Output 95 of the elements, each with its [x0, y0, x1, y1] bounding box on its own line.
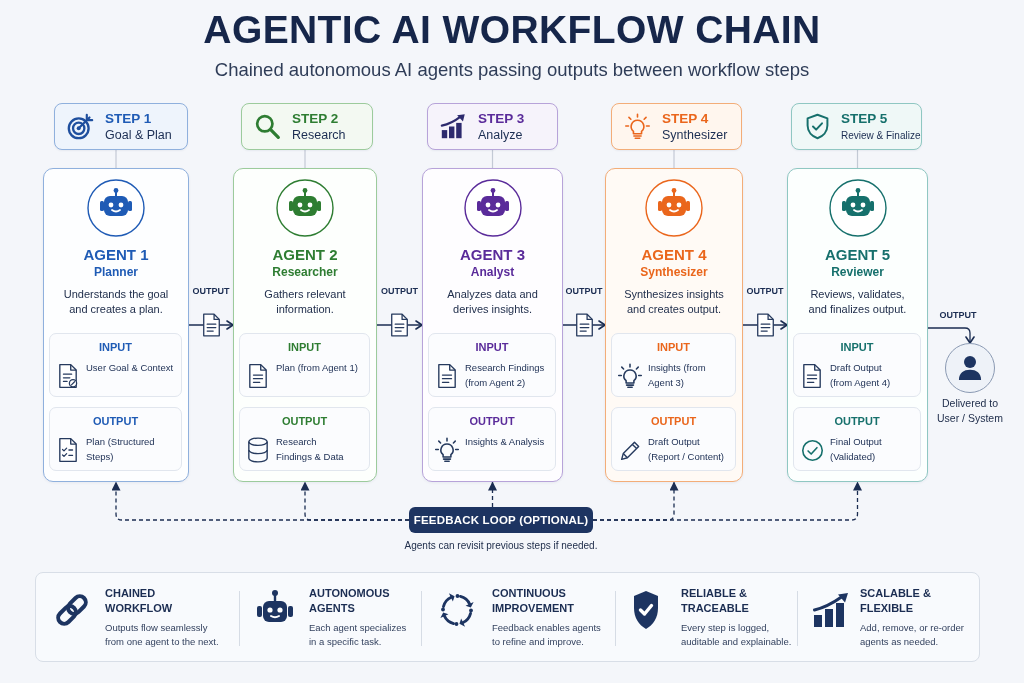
input-panel	[611, 333, 736, 397]
step-badge	[611, 103, 742, 150]
panel-heading: OUTPUT	[469, 414, 515, 428]
input-panel	[428, 333, 556, 397]
edge-label: OUTPUT	[381, 285, 418, 297]
agent-card	[787, 168, 928, 482]
panel-text: Insights & Analysis	[465, 435, 545, 449]
edge-label: OUTPUT	[565, 285, 603, 297]
output-panel	[611, 407, 736, 471]
agent-role: Analyst	[470, 265, 515, 279]
panel-heading: INPUT	[288, 340, 321, 354]
arrow	[376, 320, 423, 330]
agent-title: AGENT 3	[460, 246, 525, 264]
arrow	[927, 327, 975, 344]
panel-text: Insights (from Agent 3)	[648, 361, 707, 390]
input-panel	[239, 333, 370, 397]
step-badge	[427, 103, 558, 150]
output-panel	[428, 407, 556, 471]
panel-text: Plan (from Agent 1)	[276, 361, 358, 375]
feature-description: Add, remove, or re-order agents as needed.	[860, 621, 965, 648]
panel-heading: OUTPUT	[92, 414, 139, 428]
agent-description: Understands the goal and creates a plan.	[62, 287, 170, 317]
step-number: STEP 2	[292, 109, 339, 127]
agent-description: Synthesizes insights and creates output.	[623, 287, 725, 317]
page-title: AGENTIC AI WORKFLOW CHAIN	[203, 8, 821, 52]
panel-heading: OUTPUT	[281, 414, 328, 428]
agent-description: Analyzes data and derives insights.	[446, 287, 539, 317]
feature-title: AUTONOMOUS AGENTS	[309, 586, 391, 616]
agent-title: AGENT 4	[641, 246, 707, 264]
features-panel	[35, 572, 980, 662]
step-number: STEP 1	[105, 109, 152, 127]
panel-text: Final Output (Validated)	[830, 435, 883, 464]
panel-heading: OUTPUT	[834, 414, 880, 428]
agent-card	[605, 168, 743, 482]
agent-role: Researcher	[272, 265, 338, 279]
recipient-circle	[945, 343, 995, 393]
feature-description: Feedback enables agents to refine and improve.	[492, 621, 602, 648]
step-number: STEP 4	[662, 109, 709, 127]
agent-role: Synthesizer	[640, 265, 708, 279]
dashed-arrow	[300, 481, 410, 521]
edge-label: OUTPUT	[192, 285, 230, 297]
agent-card	[422, 168, 563, 482]
arrow	[742, 320, 788, 330]
panel-heading: INPUT	[657, 340, 690, 354]
agent-title: AGENT 5	[825, 246, 890, 264]
feature-description: Outputs flow seamlessly from one agent to the next.	[105, 621, 220, 648]
input-panel	[49, 333, 182, 397]
feature-description: Each agent specializes in a specific task.	[309, 621, 408, 648]
step-badge	[791, 103, 922, 150]
step-badge	[54, 103, 188, 150]
input-panel	[793, 333, 921, 397]
agent-role: Reviewer	[831, 265, 884, 279]
step-name: Synthesizer	[662, 126, 728, 144]
feature-title: CHAINED WORKFLOW	[105, 586, 174, 616]
panel-text: Research Findings & Data	[276, 435, 345, 464]
dashed-arrow	[592, 481, 862, 521]
agent-card	[43, 168, 189, 482]
step-name: Goal & Plan	[105, 126, 172, 144]
edge-label: OUTPUT	[939, 309, 977, 321]
step-name: Research	[292, 126, 346, 144]
panel-heading: OUTPUT	[650, 414, 697, 428]
panel-text: Research Findings (from Agent 2)	[465, 361, 546, 390]
panel-text: Draft Output (from Agent 4)	[830, 361, 892, 390]
panel-text: Draft Output (Report / Content)	[648, 435, 726, 464]
dashed-arrow	[488, 481, 497, 508]
step-badge	[241, 103, 373, 150]
feedback-badge: FEEDBACK LOOP (OPTIONAL)	[409, 507, 593, 533]
panel-text: User Goal & Context	[86, 361, 174, 375]
panel-heading: INPUT	[99, 340, 132, 354]
step-name: Analyze	[478, 126, 523, 144]
feature-description: Every step is logged, auditable and explainable.	[681, 621, 793, 648]
panel-heading: INPUT	[475, 340, 509, 354]
caption-text: Delivered to User / System	[936, 396, 1004, 426]
agent-description: Reviews, validates, and finalizes output.	[807, 287, 908, 317]
step-number: STEP 5	[841, 109, 888, 127]
feature-title: CONTINUOUS IMPROVEMENT	[492, 586, 575, 616]
panel-heading: INPUT	[840, 340, 874, 354]
arrow	[562, 320, 606, 330]
output-panel	[49, 407, 182, 471]
agent-card	[233, 168, 377, 482]
edge-label: OUTPUT	[746, 285, 784, 297]
panel-text: Plan (Structured Steps)	[86, 435, 156, 464]
agent-role: Planner	[94, 265, 138, 279]
output-panel	[793, 407, 921, 471]
step-name: Review & Finalize	[841, 128, 921, 143]
feature-title: RELIABLE & TRACEABLE	[681, 586, 750, 616]
arrow	[188, 320, 234, 330]
feature-title: SCALABLE & FLEXIBLE	[860, 586, 932, 616]
step-number: STEP 3	[478, 109, 525, 127]
agent-description: Gathers relevant information.	[263, 287, 347, 317]
agent-title: AGENT 1	[83, 246, 149, 264]
output-panel	[239, 407, 370, 471]
caption-text: Agents can revisit previous steps if needed.	[404, 539, 598, 552]
agent-title: AGENT 2	[272, 246, 338, 264]
subtitle: Chained autonomous AI agents passing outputs between workflow steps	[214, 59, 810, 81]
